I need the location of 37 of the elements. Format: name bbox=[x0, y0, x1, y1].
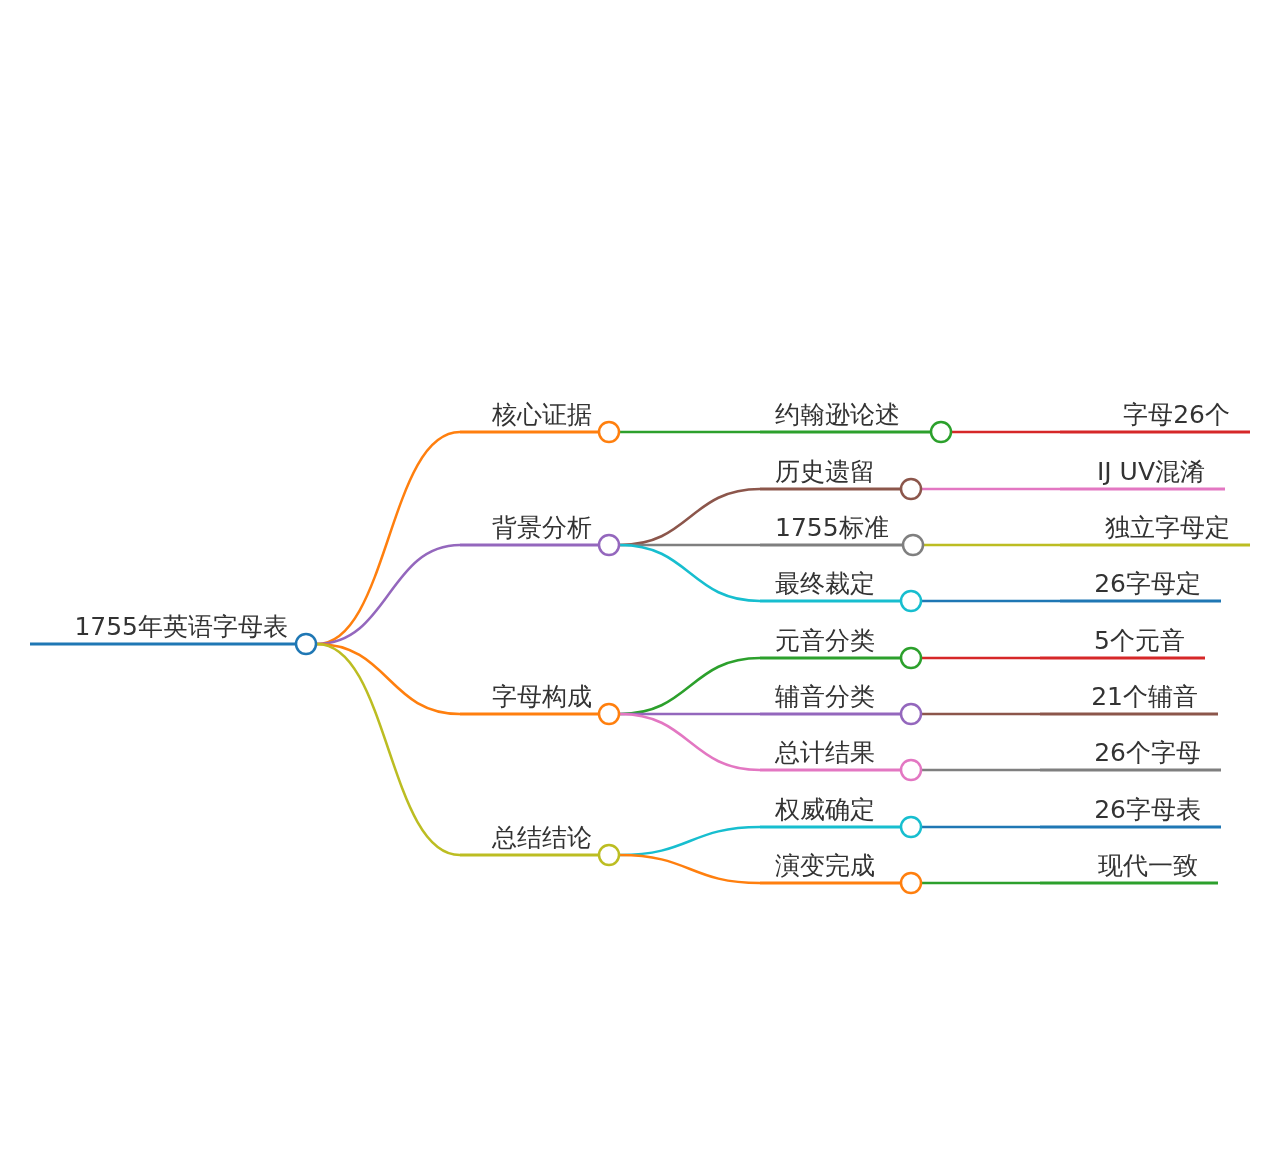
topic-text: 辅音分类 bbox=[775, 682, 875, 712]
topic-text: 演变完成 bbox=[775, 851, 875, 881]
connector-line bbox=[922, 768, 1040, 772]
topic-text: 背景分析 bbox=[492, 513, 592, 543]
connector-line bbox=[619, 543, 761, 603]
topic-text: 26个字母 bbox=[1094, 738, 1201, 768]
connector-line bbox=[952, 430, 1060, 434]
topic-text: 总计结果 bbox=[775, 738, 875, 768]
connector-line bbox=[922, 599, 1060, 603]
topic-text: 1755年英语字母表 bbox=[74, 612, 288, 642]
topic-text: 字母构成 bbox=[492, 682, 592, 712]
topic-text: 26字母表 bbox=[1094, 795, 1201, 825]
topic-text: 总结结论 bbox=[492, 823, 592, 853]
topic-text: 核心证据 bbox=[492, 400, 592, 430]
topic-text: 权威确定 bbox=[775, 795, 875, 825]
topic-text: 独立字母定 bbox=[1105, 513, 1230, 543]
topic-text: 21个辅音 bbox=[1091, 682, 1198, 712]
connector-line bbox=[620, 430, 760, 434]
connector-line bbox=[619, 712, 761, 772]
topic-text: IJ UV混淆 bbox=[1096, 457, 1205, 487]
connector-line bbox=[922, 656, 1040, 660]
connector-line bbox=[316, 642, 461, 857]
connector-line bbox=[922, 881, 1040, 885]
topic-text: 元音分类 bbox=[775, 626, 875, 656]
connector-line bbox=[619, 853, 761, 885]
topic-text: 5个元音 bbox=[1094, 626, 1185, 656]
connector-line bbox=[924, 543, 1060, 547]
connector-line bbox=[922, 712, 1040, 716]
topic-text: 26字母定 bbox=[1094, 569, 1201, 599]
topic-text: 1755标准 bbox=[775, 513, 889, 543]
topic-text: 最终裁定 bbox=[775, 569, 875, 599]
topic-text: 约翰逊论述 bbox=[775, 400, 900, 430]
connector-line bbox=[922, 487, 1060, 491]
topic-text: 现代一致 bbox=[1098, 851, 1198, 881]
topic-text: 历史遗留 bbox=[775, 457, 875, 487]
connector-line bbox=[922, 825, 1040, 829]
topic-text: 字母26个 bbox=[1123, 400, 1230, 430]
